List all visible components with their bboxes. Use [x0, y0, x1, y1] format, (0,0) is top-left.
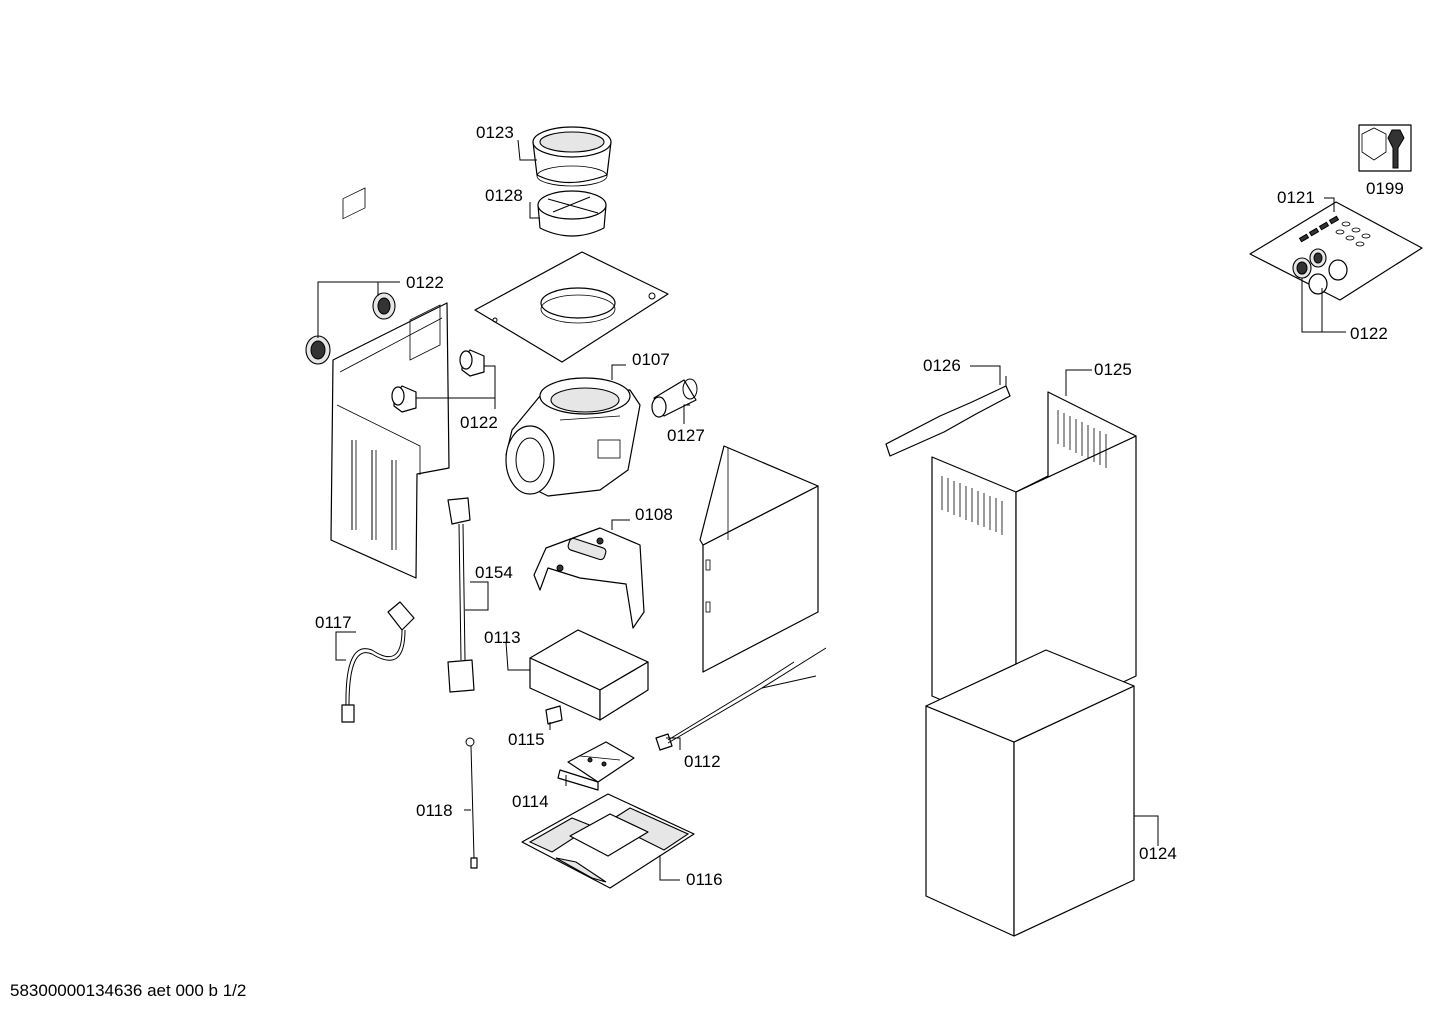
label-0114: 0114: [512, 792, 549, 811]
part-0128-backdraft-damper: [537, 190, 607, 237]
label-0124: 0124: [1139, 844, 1177, 863]
label-0121: 0121: [1277, 188, 1315, 207]
part-0122-cap-2: [391, 385, 417, 413]
part-side-panel: [330, 187, 450, 579]
document-footer-code: 58300000134636 aet 000 b 1/2: [10, 981, 247, 1000]
part-top-plate: [474, 251, 669, 363]
label-0108: 0108: [635, 505, 673, 524]
label-0199: 0199: [1366, 179, 1404, 198]
part-0122-knob-2: [372, 292, 396, 320]
label-0122-bag: 0122: [1350, 324, 1388, 343]
part-0115-clip: [545, 705, 563, 725]
label-0123: 0123: [476, 123, 514, 142]
label-0112: 0112: [684, 752, 721, 771]
label-0122-caps: 0122: [460, 413, 498, 432]
part-0127-capacitor: [651, 378, 698, 418]
label-0126: 0126: [923, 356, 961, 375]
part-0122-knob-1: [305, 335, 331, 365]
label-0116: 0116: [686, 870, 723, 889]
part-0116-grease-filter: [521, 793, 695, 889]
part-0107-blower-motor: [505, 377, 641, 497]
part-0124-lower-chimney: [925, 649, 1135, 937]
label-0125: 0125: [1094, 360, 1132, 379]
label-0115: 0115: [508, 730, 545, 749]
part-0126-chimney-bracket: [885, 376, 1011, 457]
part-0112-led-wire: [655, 647, 827, 751]
label-0122-panel: 0122: [406, 273, 444, 292]
part-front-panel: [699, 445, 819, 673]
part-0114-circuit-board: [557, 741, 635, 791]
label-0117: 0117: [315, 613, 352, 632]
label-0154: 0154: [475, 563, 513, 582]
part-0113-control-box: [529, 629, 649, 721]
leader-lines: [317, 139, 1346, 881]
label-0127: 0127: [667, 426, 705, 445]
part-0118-ground-wire: [465, 737, 478, 869]
label-0128: 0128: [485, 186, 523, 205]
label-0118: 0118: [416, 801, 453, 820]
part-0123-duct-ring: [532, 126, 612, 187]
part-0122-cap-1: [459, 349, 485, 377]
wrench-icon: [1358, 124, 1412, 172]
part-0154-wiring-harness: [447, 497, 475, 693]
label-0107: 0107: [632, 350, 670, 369]
part-0108-motor-bracket: [533, 527, 645, 629]
part-0121-accessory-bag: [1249, 201, 1423, 301]
label-0113: 0113: [484, 628, 521, 647]
part-0117-power-cord: [341, 601, 415, 723]
